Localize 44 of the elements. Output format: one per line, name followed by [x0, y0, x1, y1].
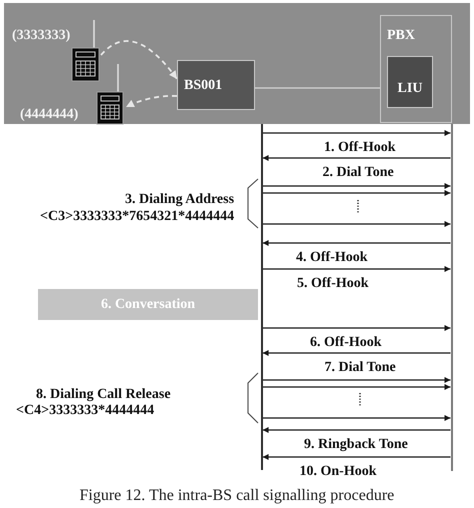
- lifeline: [450, 124, 453, 471]
- lifeline: [261, 124, 263, 470]
- node-label: BS001: [184, 78, 222, 92]
- caption: Figure 12. The intra-BS call signalling procedure: [80, 487, 394, 505]
- message-label: 9. Ringback Tone: [304, 437, 408, 452]
- message-arrow: [262, 190, 450, 196]
- signal-arrow: [126, 95, 178, 108]
- message-label: 4. Off-Hook: [296, 250, 368, 265]
- station-box: [177, 60, 255, 110]
- handset-icon: [96, 64, 124, 125]
- step-label: 3. Dialing Address: [125, 192, 234, 207]
- phone-number: (3333333): [12, 28, 70, 43]
- message-arrow: [262, 454, 450, 460]
- conversation-bar: [38, 289, 258, 320]
- message-arrow: [262, 325, 450, 331]
- message-arrow: [262, 221, 450, 227]
- message-arrow: [262, 183, 450, 189]
- message-label: 1. Off-Hook: [324, 140, 396, 155]
- message-arrow: [262, 350, 450, 356]
- message-label: 10. On-Hook: [300, 464, 377, 479]
- signal-arrow: [100, 40, 178, 80]
- step-label: 8. Dialing Call Release: [36, 387, 171, 402]
- node-title: PBX: [387, 28, 415, 43]
- dial-string: <C3>3333333*7654321*4444444: [40, 209, 234, 224]
- message-arrow: [262, 427, 450, 433]
- message-arrow: [262, 240, 450, 246]
- exchange-box: [380, 15, 452, 123]
- message-arrow: [262, 377, 450, 383]
- link-line: [255, 87, 380, 89]
- node-label: LIU: [398, 80, 422, 96]
- message-arrow: [262, 130, 450, 136]
- handset-icon: [71, 20, 100, 82]
- message-arrow: [262, 415, 450, 421]
- message-label: 5. Off-Hook: [297, 276, 369, 291]
- message-label: 7. Dial Tone: [324, 360, 396, 375]
- message-arrow: [262, 155, 450, 161]
- message-arrow: [262, 384, 450, 390]
- dial-string: <C4>3333333*4444444: [16, 403, 154, 418]
- unit-box: [387, 56, 433, 108]
- node-label: 6. Conversation: [100, 297, 196, 312]
- phone-number: (4444444): [20, 107, 78, 122]
- message-label: 2. Dial Tone: [322, 165, 394, 180]
- message-label: 6. Off-Hook: [310, 335, 382, 350]
- message-arrow: [262, 266, 450, 272]
